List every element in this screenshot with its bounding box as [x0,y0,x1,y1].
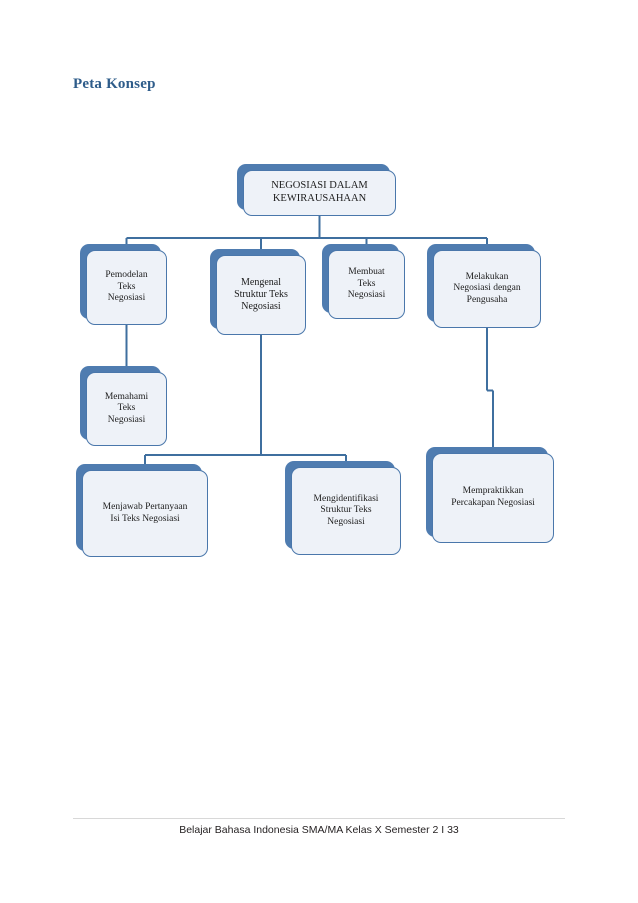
concept-node-mempraktikkan: Mempraktikkan Percakapan Negosiasi [432,453,554,543]
footer-divider [73,818,565,819]
concept-node-mengidentifikasi: Mengidentifikasi Struktur Teks Negosiasi [291,467,401,555]
concept-node-label: Mempraktikkan Percakapan Negosiasi [451,486,535,508]
concept-node-menjawab: Menjawab Pertanyaan Isi Teks Negosiasi [82,470,208,557]
concept-node-label: Melakukan Negosiasi dengan Pengusaha [453,271,521,305]
concept-node-membuat: Membuat Teks Negosiasi [328,250,405,319]
concept-node-memahami: Memahami Teks Negosiasi [86,372,167,446]
concept-node-label: Membuat Teks Negosiasi [347,267,386,301]
concept-node-pemodelan: Pemodelan Teks Negosiasi [86,250,167,325]
concept-node-label: Menjawab Pertanyaan Isi Teks Negosiasi [102,501,188,524]
concept-node-label: Pemodelan Teks Negosiasi [105,270,148,304]
concept-node-label: Memahami Teks Negosiasi [104,391,149,425]
page-title: Peta Konsep [73,76,156,92]
concept-node-label: NEGOSIASI DALAM KEWIRAUSAHAAN [271,180,368,204]
concept-node-melakukan: Melakukan Negosiasi dengan Pengusaha [433,250,541,328]
concept-node-label: Mengidentifikasi Struktur Teks Negosiasi [313,493,379,527]
concept-node-mengenal-struktur: Mengenal Struktur Teks Negosiasi [216,255,306,335]
footer-text: Belajar Bahasa Indonesia SMA/MA Kelas X … [179,824,459,836]
concept-node-label: Mengenal Struktur Teks Negosiasi [234,276,288,313]
concept-node-root: NEGOSIASI DALAM KEWIRAUSAHAAN [243,170,396,216]
